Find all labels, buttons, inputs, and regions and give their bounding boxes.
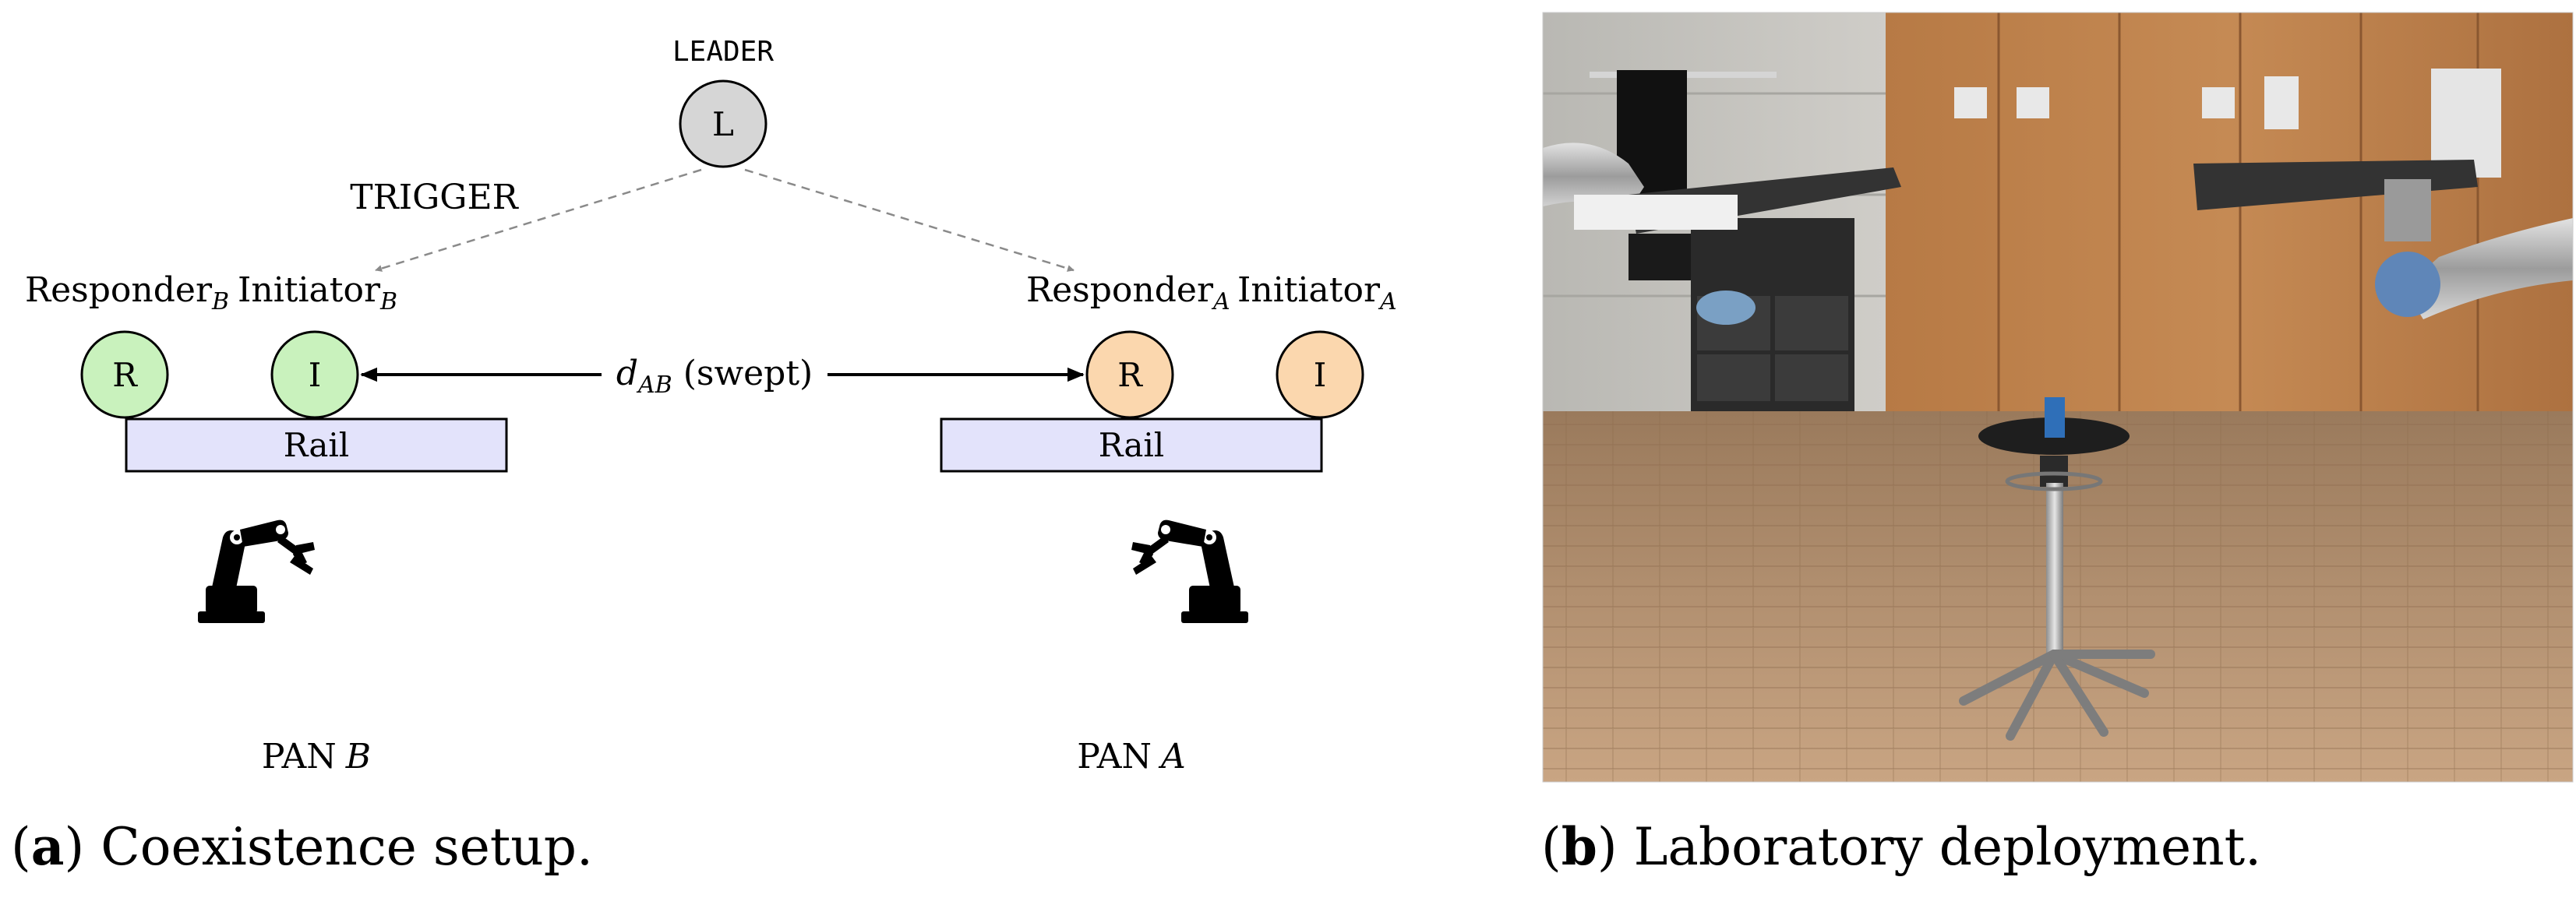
pan-b-responder-node-label: R <box>112 356 138 394</box>
leader-heading: LEADER <box>672 36 774 68</box>
pan-a-rail-label: Rail <box>1099 426 1165 464</box>
trigger-arrow-to-pan-b <box>375 168 702 272</box>
pan-a-responder-node <box>1085 330 1174 419</box>
pan-a-initiator-node-label: I <box>1314 356 1327 394</box>
pan-b-initiator-node <box>270 330 359 419</box>
caption-b: (b) Laboratory deployment. <box>1541 816 2261 877</box>
pan-b-initiator-label: InitiatorB <box>238 270 397 315</box>
robot-arm-icon <box>198 519 315 623</box>
leader-node-label: L <box>712 105 734 143</box>
robot-arm-icon <box>1131 519 1248 623</box>
lab-photo-frame <box>1542 12 2574 783</box>
lab-photo <box>1543 12 2573 782</box>
trigger-arrow-to-pan-a <box>744 168 1075 272</box>
leader-node <box>679 79 768 168</box>
pan-b-initiator-node-label: I <box>309 356 322 394</box>
pan-a-initiator-label: InitiatorA <box>1237 270 1397 315</box>
pan-a-responder-node-label: R <box>1117 356 1143 394</box>
trigger-label: TRIGGER <box>350 178 519 217</box>
pan-a-initiator-node <box>1276 330 1364 419</box>
distance-label: dAB(swept) <box>616 354 813 399</box>
pan-b-responder-label: ResponderB <box>25 270 229 315</box>
pan-a-responder-label: ResponderA <box>1026 270 1230 315</box>
pan-b-responder-node <box>80 330 169 419</box>
pan-b-rail-label: Rail <box>284 426 350 464</box>
coexistence-diagram: LEADER L TRIGGER ResponderB InitiatorB R… <box>25 36 1397 777</box>
pan-b-rail <box>125 417 508 473</box>
caption-a: (a) Coexistence setup. <box>11 816 593 877</box>
pan-a-rail <box>940 417 1323 473</box>
